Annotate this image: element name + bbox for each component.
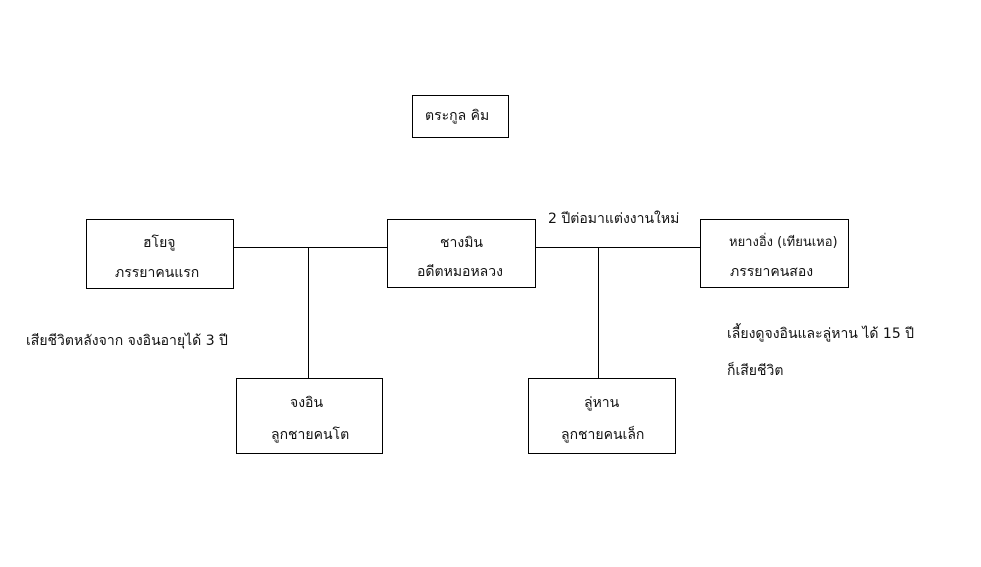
second-wife-name: หยางอิ่ง (เทียนเหอ) bbox=[729, 235, 838, 250]
elder-son-name: จงอิน bbox=[290, 395, 324, 411]
person-box-elder-son: จงอิน ลูกชายคนโต bbox=[236, 378, 383, 454]
remarriage-note: 2 ปีต่อมาแต่งงานใหม่ bbox=[548, 211, 680, 227]
descent-line-elder-son bbox=[308, 247, 309, 379]
person-box-second-wife: หยางอิ่ง (เทียนเหอ) ภรรยาคนสอง bbox=[700, 219, 849, 288]
second-wife-role: ภรรยาคนสอง bbox=[730, 264, 814, 280]
younger-son-role: ลูกชายคนเล็ก bbox=[561, 427, 645, 443]
family-title: ตระกูล คิม bbox=[425, 108, 490, 124]
person-box-first-wife: ฮโยจู ภรรยาคนแรก bbox=[86, 219, 234, 289]
descent-line-younger-son bbox=[598, 247, 599, 379]
husband-name: ชางมิน bbox=[440, 235, 483, 251]
younger-son-name: ลู่หาน bbox=[584, 395, 620, 411]
second-wife-note-line-2: ก็เสียชีวิต bbox=[727, 363, 784, 379]
family-title-box: ตระกูล คิม bbox=[412, 95, 509, 138]
first-wife-death-note: เสียชีวิตหลังจาก จงอินอายุได้ 3 ปี bbox=[26, 333, 228, 349]
marriage-line-second bbox=[535, 247, 701, 248]
first-wife-name: ฮโยจู bbox=[143, 235, 176, 251]
person-box-younger-son: ลู่หาน ลูกชายคนเล็ก bbox=[528, 378, 676, 454]
first-wife-role: ภรรยาคนแรก bbox=[115, 265, 200, 281]
elder-son-role: ลูกชายคนโต bbox=[271, 427, 350, 443]
husband-role: อดีตหมอหลวง bbox=[417, 264, 503, 280]
marriage-line-first bbox=[233, 247, 388, 248]
person-box-husband: ชางมิน อดีตหมอหลวง bbox=[387, 219, 536, 288]
second-wife-note-line-1: เลี้ยงดูจงอินและลู่หาน ได้ 15 ปี bbox=[727, 326, 915, 342]
